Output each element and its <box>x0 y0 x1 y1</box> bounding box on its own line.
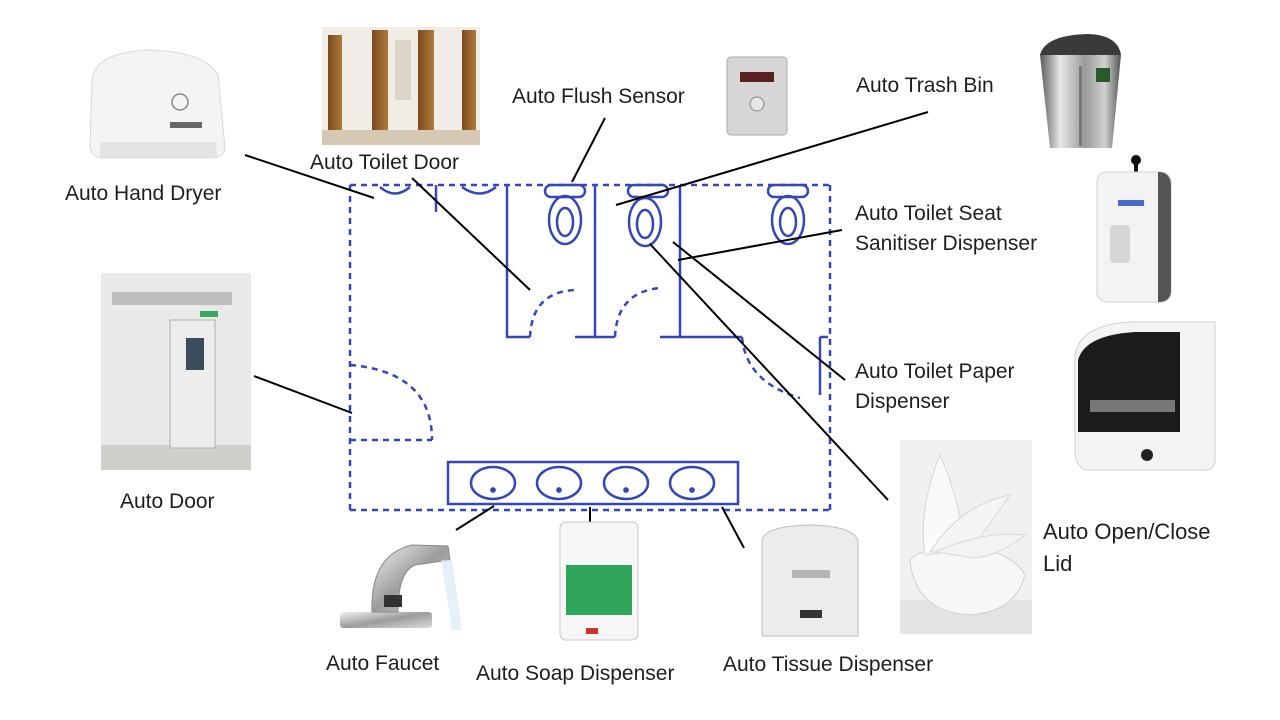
sink-counter <box>446 460 740 506</box>
label-tissue-dispenser: Auto Tissue Dispenser <box>723 653 934 676</box>
label-hand-dryer: Auto Hand Dryer <box>65 182 222 205</box>
label-seat-sanitiser-line2: Sanitiser Dispenser <box>855 232 1038 255</box>
label-seat-sanitiser-line1: Auto Toilet Seat <box>855 202 1002 225</box>
open-close-lid-toilet-image <box>900 440 1032 634</box>
tissue-dispenser-image <box>761 524 859 637</box>
door-swings <box>349 286 801 442</box>
soap-dispenser-image <box>559 521 639 641</box>
faucet-image <box>340 544 462 630</box>
label-open-close-lid-line2: Lid <box>1043 551 1073 576</box>
seat-sanitiser-dispenser-image <box>1096 155 1172 303</box>
cubicle-partitions <box>505 185 828 395</box>
label-open-close-lid-line1: Auto Open/Close <box>1043 519 1211 544</box>
trash-bin-image <box>1040 34 1121 148</box>
toilet-paper-dispenser-image <box>1074 321 1216 471</box>
label-toilet-paper-line1: Auto Toilet Paper <box>855 360 1015 383</box>
toilets <box>543 183 810 248</box>
toilet-cubicle-doors-image <box>322 27 480 145</box>
label-soap-dispenser: Auto Soap Dispenser <box>476 662 675 685</box>
floor-plan <box>348 183 832 512</box>
label-door: Auto Door <box>120 490 215 513</box>
label-toilet-door: Auto Toilet Door <box>310 151 460 174</box>
wall-fixtures <box>379 185 497 212</box>
label-faucet: Auto Faucet <box>326 652 440 675</box>
hand-dryer-image <box>89 49 226 159</box>
leader-lines <box>244 111 929 549</box>
label-toilet-paper-line2: Dispenser <box>855 390 950 413</box>
label-trash-bin: Auto Trash Bin <box>856 74 994 97</box>
flush-sensor-image <box>726 56 788 136</box>
outer-wall <box>348 183 832 512</box>
sliding-door-image <box>101 273 251 470</box>
label-flush-sensor: Auto Flush Sensor <box>512 85 685 108</box>
